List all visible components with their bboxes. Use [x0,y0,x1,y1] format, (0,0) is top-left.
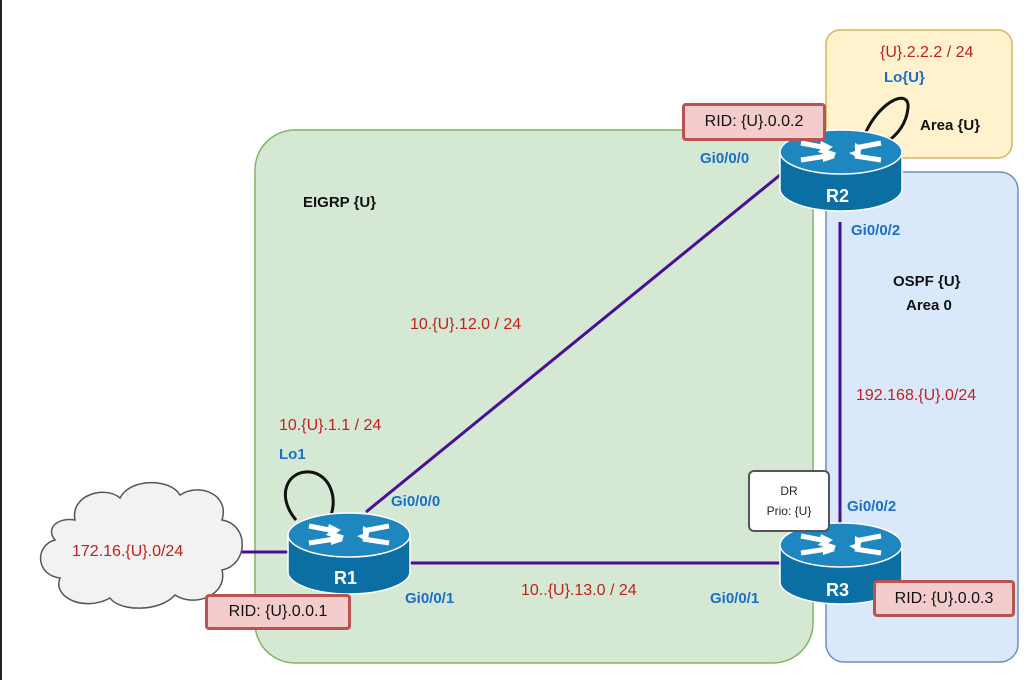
r3-name: R3 [826,580,850,600]
r2-loopback-loop [863,96,910,148]
r2-interface-gi000: Gi0/0/0 [700,150,750,167]
network-r1-r2: 10.{U}.12.0 / 24 [410,316,522,333]
r1-rid-box: RID: {U}.0.0.1 [205,594,351,630]
r2-name: R2 [826,186,850,206]
router-r3[interactable] [779,522,903,605]
r1-interface-gi001: Gi0/0/1 [405,590,455,607]
area-u-label: Area {U} [920,117,981,134]
r2-rid-box: RID: {U}.0.0.2 [682,103,826,141]
r3-interface-gi002: Gi0/0/2 [847,498,897,515]
eigrp-region-label: EIGRP {U} [303,194,377,211]
left-edge-line [0,0,2,680]
r2-interface-gi002: Gi0/0/2 [851,222,901,239]
network-r2-r3: 192.168.{U}.0/24 [856,387,977,404]
r1-loopback-loop [284,470,335,523]
ospf-region-label-line1: OSPF {U} [893,273,961,290]
router-r1[interactable] [287,512,411,595]
area-u-region [825,29,1013,159]
r3-interface-gi001: Gi0/0/1 [710,590,760,607]
ospf-region-label-line2: Area 0 [906,297,952,314]
network-external: 172.16.{U}.0/24 [72,543,184,560]
network-r2-loopback: {U}.2.2.2 / 24 [880,44,974,61]
r2-loopback-label: Lo{U} [884,69,925,86]
network-r1-loopback: 10.{U}.1.1 / 24 [279,417,382,434]
network-r1-r3: 10..{U}.13.0 / 24 [521,582,637,599]
dr-label: DR [780,484,798,498]
router-r2[interactable] [779,129,903,212]
dr-priority: Prio: {U} [766,504,812,518]
r1-loopback-label: Lo1 [279,446,306,463]
r3-rid-box: RID: {U}.0.0.3 [873,580,1015,617]
link-r1-r2 [365,173,781,514]
dr-priority-box: DR Prio: {U} [748,470,830,532]
r1-name: R1 [334,568,358,588]
external-network-cloud [39,481,243,609]
r1-interface-gi000: Gi0/0/0 [391,493,441,510]
